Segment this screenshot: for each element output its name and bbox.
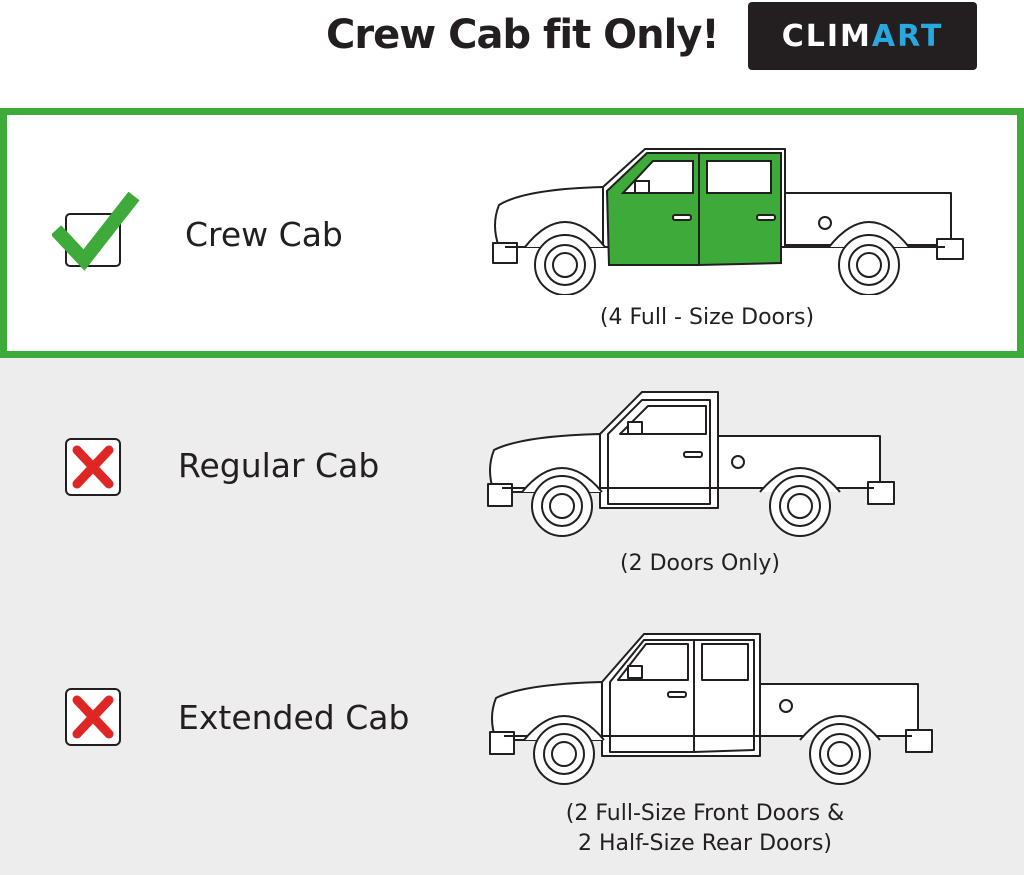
extended-cab-truck-illustration (489, 633, 933, 785)
crew-cab-truck-illustration (492, 148, 964, 295)
brand-logo-part1: CLIM (781, 18, 872, 54)
crew-cab-row: Crew Cab (0, 108, 1024, 358)
regular-cab-label: Regular Cab (178, 446, 380, 485)
extended-cab-caption: (2 Full-Size Front Doors & 2 Half-Size R… (540, 799, 870, 859)
crew-cab-label: Crew Cab (185, 215, 343, 254)
extended-cab-caption-line-1: (2 Full-Size Front Doors & (565, 801, 845, 826)
regular-cab-truck-illustration (487, 391, 895, 537)
extended-cab-caption-line-2: 2 Half-Size Rear Doors) (577, 831, 833, 856)
x-mark-icon (65, 438, 121, 496)
regular-cab-caption: (2 Doors Only) (620, 551, 780, 576)
brand-logo-part2: ART (871, 18, 944, 54)
crew-cab-caption: (4 Full - Size Doors) (599, 305, 815, 330)
extended-cab-row: Extended Cab (2 Ful (0, 608, 1024, 875)
headline: Crew Cab fit Only! (326, 12, 720, 58)
regular-cab-row: Regular Cab (2 Doors Only) (0, 358, 1024, 608)
x-mark-icon (65, 688, 121, 746)
extended-cab-label: Extended Cab (178, 698, 410, 737)
checkmark-icon (52, 191, 140, 271)
